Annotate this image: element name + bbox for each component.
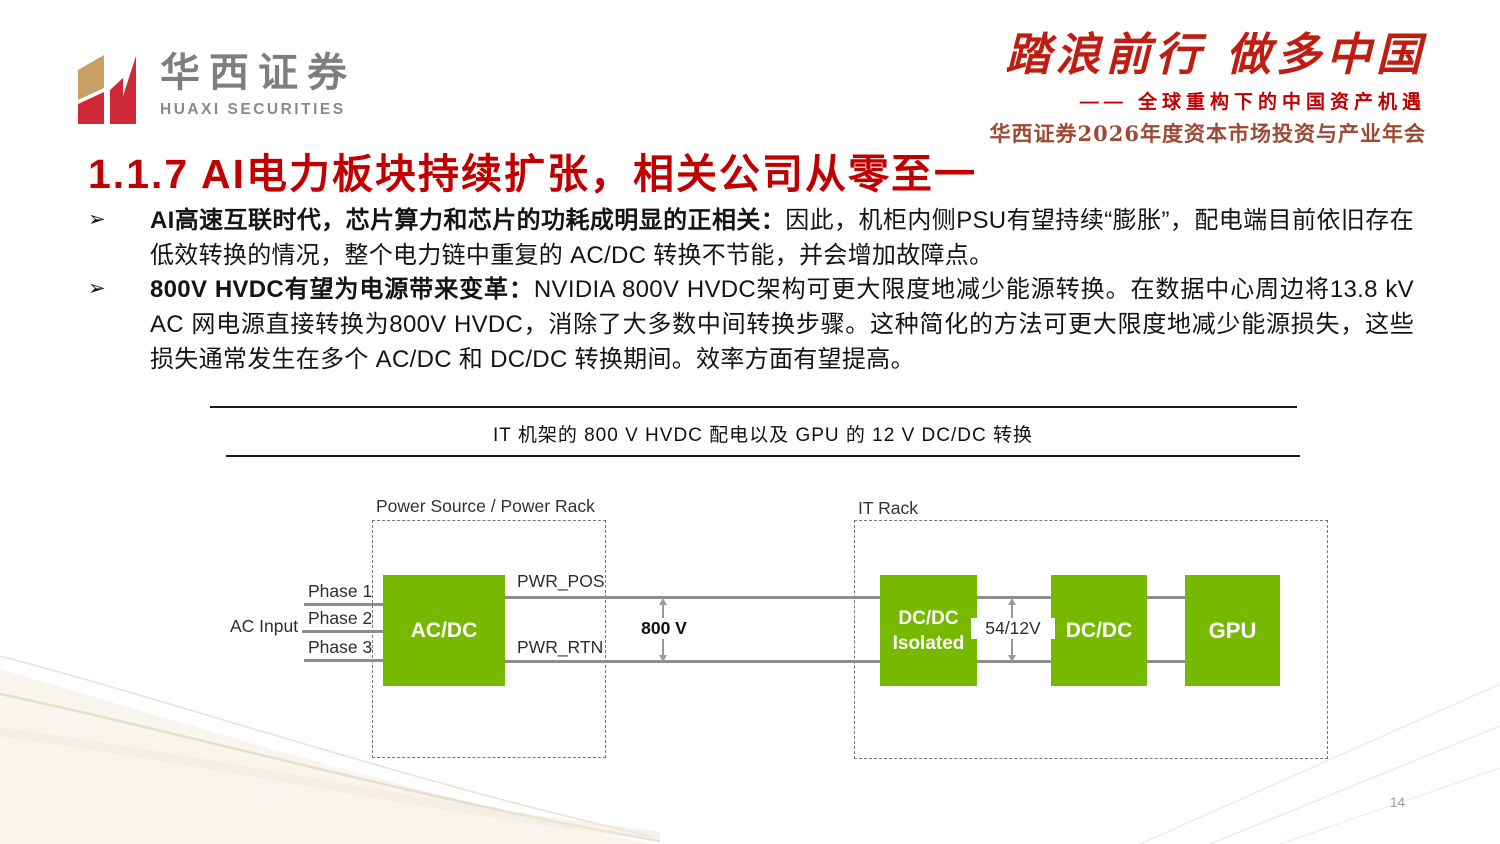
caption-rule-top	[210, 406, 1297, 408]
banner-event-name: 华西证券2026年度资本市场投资与产业年会	[989, 121, 1426, 146]
phase2-label: Phase 2	[308, 608, 373, 628]
bullet-body: NVIDIA 800V HVDC架构可更大限度地减少能源转换。在数据中心周边将1…	[150, 276, 1414, 373]
iso-to-dcdc-wire-top	[976, 596, 1052, 599]
page-number: 14	[1390, 795, 1406, 810]
power-rack-box	[372, 520, 606, 758]
dcdc-to-gpu-wire-top	[1146, 596, 1186, 599]
dcdc-to-gpu-wire-bottom	[1146, 660, 1186, 663]
logo-name-zh: 华西证券	[160, 50, 356, 95]
pwr-rtn-wire	[504, 660, 881, 663]
power-rack-label: Power Source / Power Rack	[376, 496, 595, 516]
gpu-block: GPU	[1185, 575, 1280, 686]
acdc-block: AC/DC	[383, 575, 505, 686]
event-banner: 踏浪前行 做多中国 —— 全球重构下的中国资产机遇 华西证券2026年度资本市场…	[990, 28, 1426, 148]
bullet-arrow-icon: ➢	[88, 277, 106, 301]
banner-subtitle: —— 全球重构下的中国资产机遇	[1079, 92, 1426, 113]
bullet-item: ➢ AI高速互联时代，芯片算力和芯片的功耗成明显的正相关：因此，机柜内侧PSU有…	[88, 204, 1414, 273]
bullet-lead: 800V HVDC有望为电源带来变革：	[150, 276, 534, 304]
figure-caption: IT 机架的 800 V HVDC 配电以及 GPU 的 12 V DC/DC …	[493, 425, 1033, 446]
phase3-label: Phase 3	[308, 637, 373, 657]
dcdc-block: DC/DC	[1051, 575, 1147, 686]
voltage-800v-label: 800 V	[628, 618, 700, 639]
pwr-pos-wire	[504, 596, 881, 599]
dcdc-isolated-block: DC/DC Isolated	[880, 575, 977, 686]
caption-rule-bottom	[226, 455, 1300, 457]
hvdc-diagram: Power Source / Power Rack IT Rack AC/DC …	[0, 470, 1500, 790]
bullet-lead: AI高速互联时代，芯片算力和芯片的功耗成明显的正相关：	[150, 207, 786, 234]
dcdc-isolated-line2: Isolated	[892, 632, 965, 654]
phase1-wire	[304, 603, 384, 606]
pwr-rtn-label: PWR_RTN	[517, 637, 604, 657]
bullet-text: AI高速互联时代，芯片算力和芯片的功耗成明显的正相关：因此，机柜内侧PSU有望持…	[150, 204, 1414, 273]
huaxi-logo: 华西证券 HUAXI SECURITIES	[76, 50, 356, 126]
bullet-text: 800V HVDC有望为电源带来变革：NVIDIA 800V HVDC架构可更大…	[150, 273, 1414, 377]
banner-slogan: 踏浪前行 做多中国	[1005, 28, 1426, 81]
bullet-body: 因此，机柜内侧PSU有望持续“膨胀”，配电端目前依旧存在低效转换的情况，整个电力…	[150, 207, 1414, 269]
it-rack-box	[854, 520, 1328, 759]
ac-input-label: AC Input	[230, 616, 299, 636]
logo-text: 华西证券 HUAXI SECURITIES	[160, 50, 356, 119]
bullet-arrow-icon: ➢	[88, 208, 106, 231]
pwr-pos-label: PWR_POS	[517, 571, 605, 591]
bullet-item: ➢ 800V HVDC有望为电源带来变革：NVIDIA 800V HVDC架构可…	[88, 273, 1414, 377]
page-title: 1.1.7 AI电力板块持续扩张，相关公司从零至一	[88, 151, 978, 197]
bullet-list: ➢ AI高速互联时代，芯片算力和芯片的功耗成明显的正相关：因此，机柜内侧PSU有…	[88, 204, 1414, 378]
phase3-wire	[304, 659, 384, 662]
phase2-wire	[302, 630, 384, 633]
huaxi-logo-icon	[78, 55, 136, 124]
logo-name-en: HUAXI SECURITIES	[160, 101, 346, 118]
dcdc-isolated-line1: DC/DC	[898, 607, 959, 629]
phase1-label: Phase 1	[308, 581, 373, 601]
voltage-54-12v-label: 54/12V	[971, 618, 1055, 639]
it-rack-label: IT Rack	[858, 498, 918, 518]
